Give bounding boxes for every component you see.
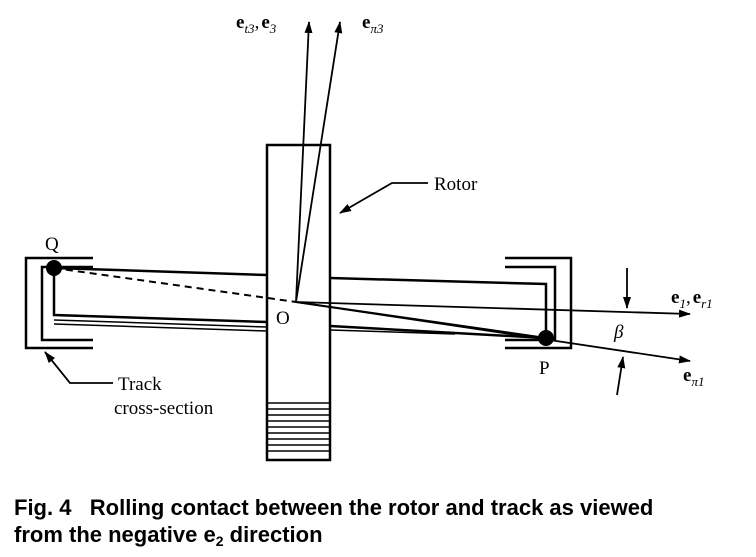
caption-text-line-1: Rolling contact between the rotor and tr…: [89, 495, 654, 520]
label-e-pi3: eπ3: [362, 12, 384, 36]
label-cross-section: cross-section: [114, 398, 214, 419]
figure-caption: Fig. 4 Rolling contact between the rotor…: [14, 494, 749, 548]
right-track-cross-section: [505, 256, 573, 350]
o-to-p-line: [295, 301, 547, 339]
label-e-pi1: eπ1: [683, 365, 704, 389]
contact-point-p: [538, 330, 554, 346]
caption-line-1: Fig. 4 Rolling contact between the rotor…: [14, 494, 749, 521]
left-track-cross-section: [24, 256, 93, 350]
label-rotor: Rotor: [434, 174, 478, 195]
q-to-o-dashed-line: [53, 267, 297, 303]
caption-line-2: from the negative e2 direction: [14, 521, 749, 548]
caption-subscript: 2: [215, 533, 224, 549]
label-e-t3-e3: et3,e3: [236, 12, 277, 36]
rotor-crossbar: [52, 266, 548, 340]
label-q: Q: [45, 234, 59, 255]
contact-point-q: [46, 260, 62, 276]
e-t3-vector: [295, 21, 313, 303]
label-e1-er1: e1,er1: [671, 287, 713, 311]
caption-text-line-2-post: direction: [223, 522, 323, 547]
label-o: O: [276, 308, 290, 329]
rotor-leader-line: [339, 182, 428, 214]
track-leader-line: [44, 351, 113, 384]
label-beta: β: [613, 322, 624, 343]
label-track: Track: [118, 374, 162, 395]
caption-fig-number: Fig. 4: [14, 495, 72, 520]
caption-text-line-2-pre: from the negative e: [14, 522, 216, 547]
label-p: P: [539, 358, 550, 379]
beta-lower-arrow: [616, 356, 626, 396]
e-pi3-vector: [295, 21, 343, 303]
e-1-vector: [295, 301, 691, 318]
